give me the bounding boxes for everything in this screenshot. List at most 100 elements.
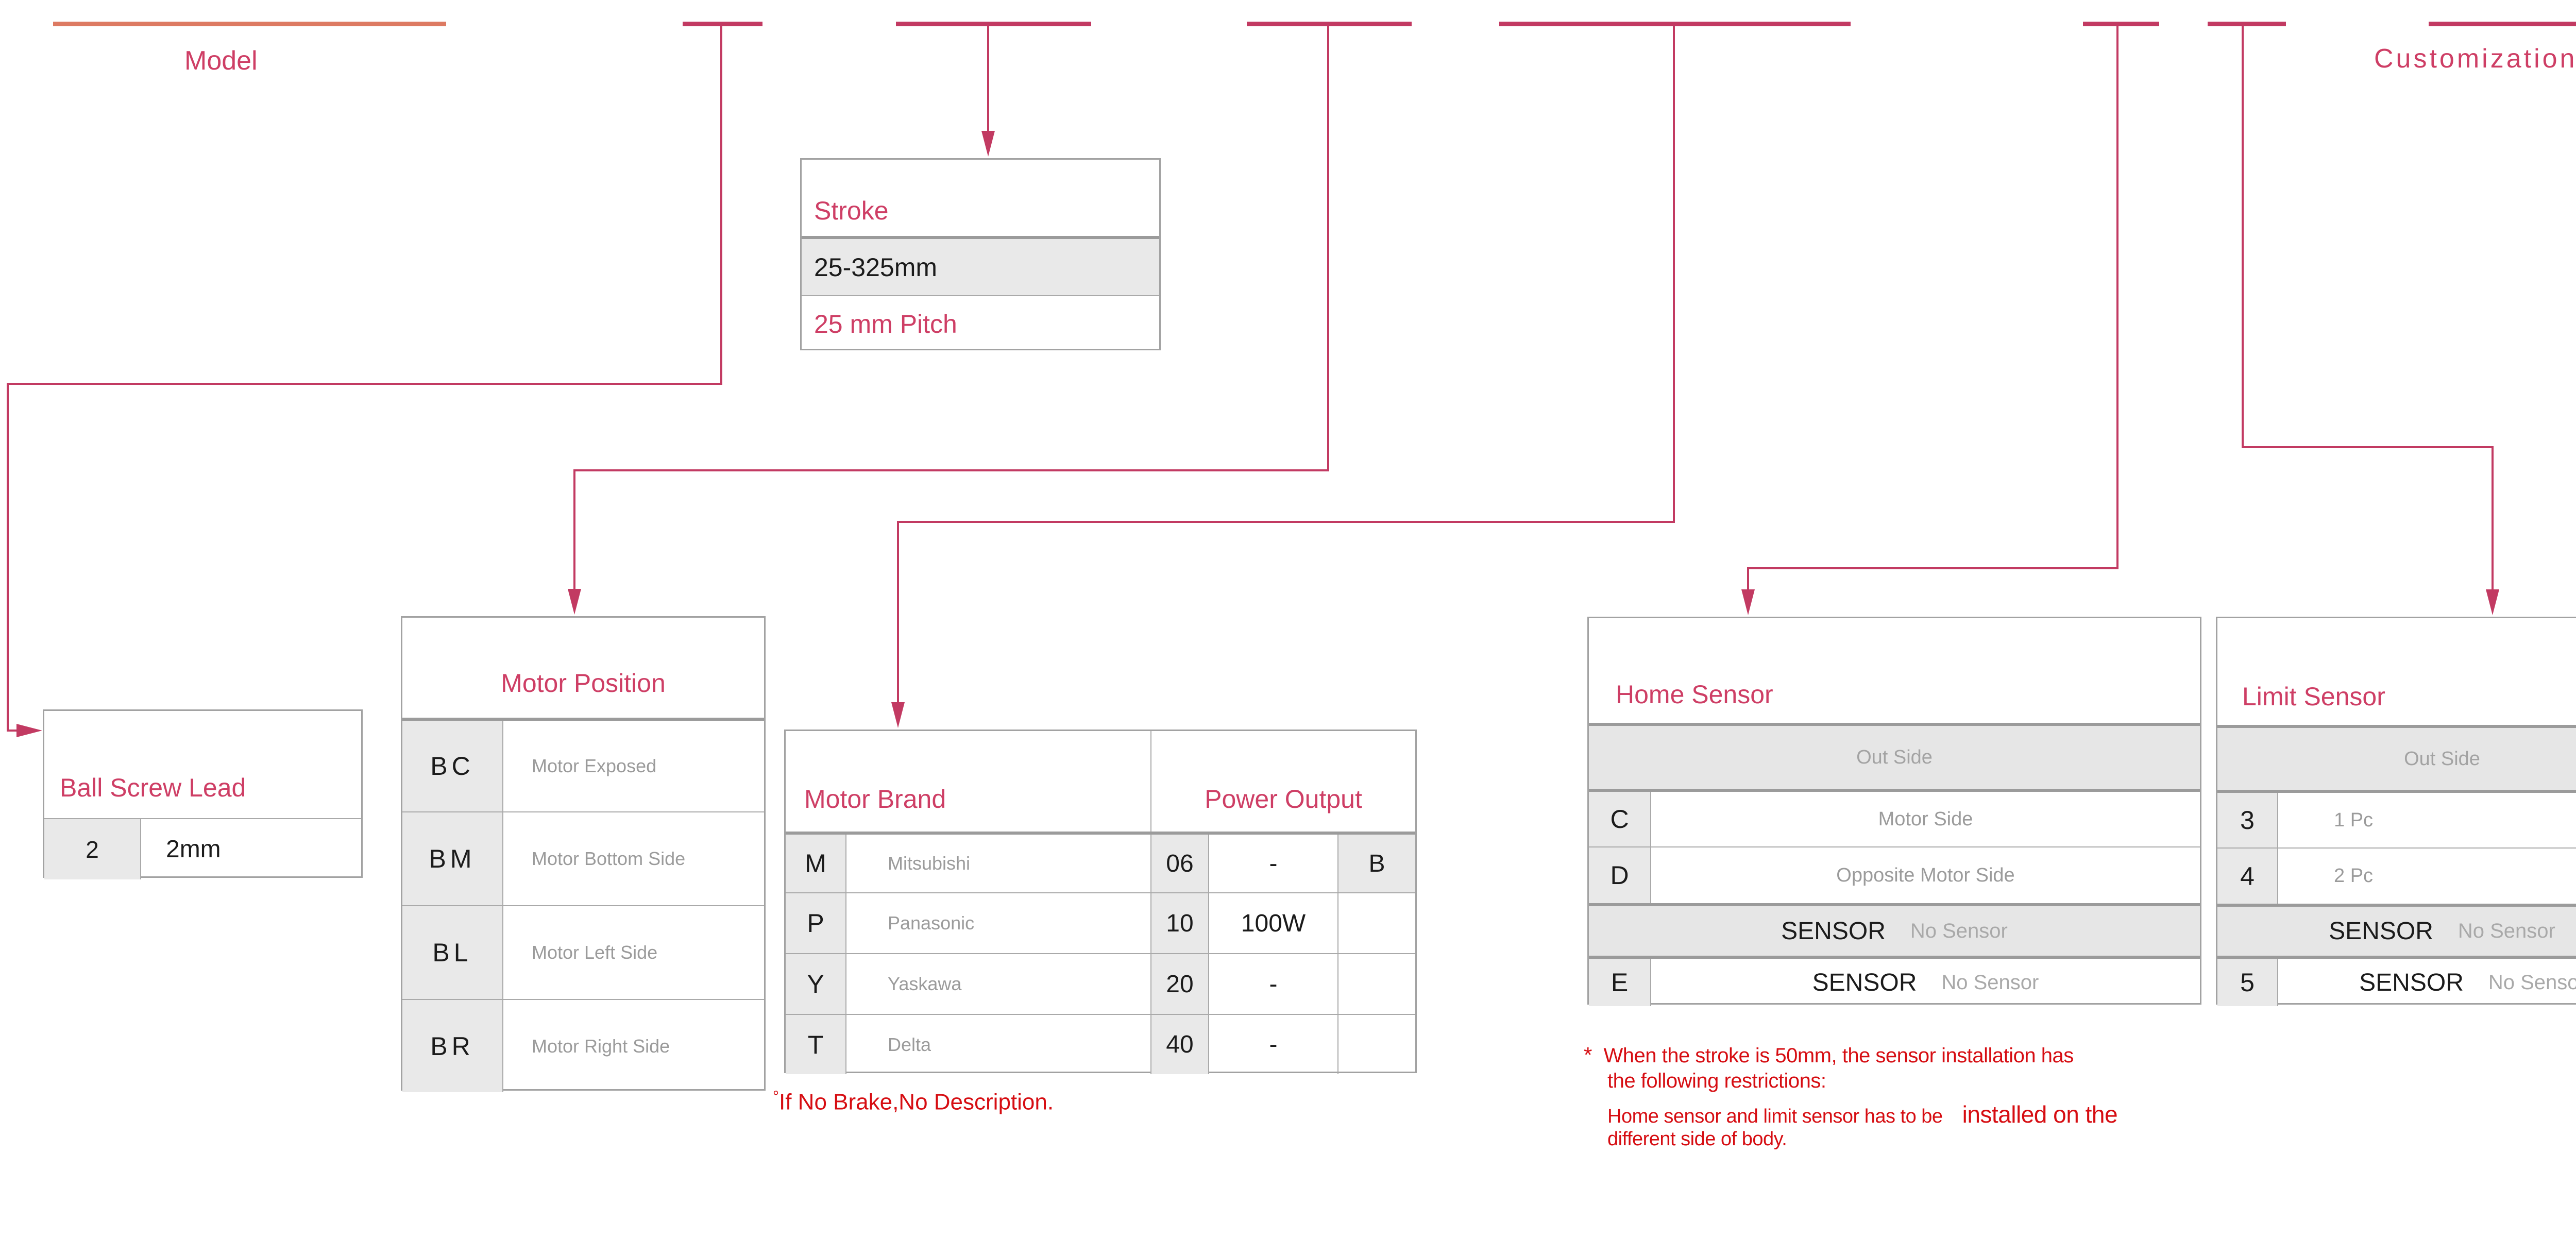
motor-position-desc: Motor Left Side [532, 942, 658, 963]
table-row: BR Motor Right Side [402, 999, 764, 1092]
limit-five-code: 5 [2240, 968, 2255, 997]
power-code: 10 [1166, 909, 1194, 937]
footnote-text-3b: installed on the [1962, 1101, 2118, 1128]
motor-brand-title: Motor Brand [804, 785, 946, 813]
ball-screw-code-underline [683, 22, 762, 26]
model-label: Model [184, 46, 258, 76]
table-row: BC Motor Exposed [402, 718, 764, 811]
stroke-pitch-row: 25 mm Pitch [802, 295, 1159, 352]
home-sensor-code-underline [2083, 22, 2159, 26]
connector-limit-v1 [2242, 24, 2244, 448]
limit-five-sensor-word: SENSOR [2359, 969, 2464, 996]
limit-sensor-code-underline [2208, 22, 2286, 26]
no-brake-note-mark: ° [773, 1088, 779, 1105]
connector-motorbrand-v2 [897, 521, 899, 704]
footnote-asterisk: * [1584, 1043, 1592, 1067]
connector-motorpos-v1 [1327, 24, 1329, 471]
connector-stroke-v [987, 24, 989, 133]
table-row: C Motor Side [1589, 789, 2200, 846]
connector-motorbrand-h [897, 521, 1675, 523]
stroke-table: Stroke 25-325mm 25 mm Pitch [800, 158, 1161, 350]
power-value: - [1269, 970, 1278, 998]
table-row: M Mitsubishi 06 - B [786, 832, 1415, 892]
connector-motorbrand-v1 [1673, 24, 1675, 523]
limit-desc: 1 Pc [2334, 809, 2374, 831]
connector-motorpos-v2 [573, 469, 575, 590]
connector-ballscrew-v1 [720, 24, 722, 385]
home-sensor-arrow [1741, 589, 1755, 615]
home-no-sensor-row: SENSOR No Sensor [1589, 903, 2200, 956]
ball-screw-title: Ball Screw Lead [60, 773, 246, 802]
motor-position-table: Motor Position BC Motor Exposed BM Motor… [401, 616, 766, 1092]
connector-ballscrew-v2 [7, 383, 9, 732]
ball-screw-row: 2 2mm [44, 818, 361, 879]
home-desc: Opposite Motor Side [1836, 864, 2015, 886]
limit-outside-row: Out Side [2217, 725, 2576, 790]
motor-position-code: BM [429, 844, 476, 873]
stroke-pitch: 25 mm Pitch [814, 310, 957, 338]
motor-position-header: Motor Position [402, 618, 764, 718]
stroke-restriction-note-line1: * When the stroke is 50mm, the sensor in… [1584, 1043, 2074, 1067]
stroke-restriction-note-line4: different side of body. [1607, 1128, 1787, 1150]
stroke-range: 25-325mm [814, 252, 937, 282]
brand-code: T [807, 1030, 824, 1059]
limit-sensor-table: Limit Sensor Out Side 3 1 Pc 4 2 Pc SENS… [2216, 617, 2576, 1006]
home-e-sensor-word: SENSOR [1812, 969, 1917, 996]
connector-limit-h [2242, 446, 2494, 448]
motor-brand-code-underline [1499, 22, 1851, 26]
motor-brand-arrow [891, 702, 905, 728]
limit-sensor-word: SENSOR [2329, 918, 2433, 945]
ball-screw-header: Ball Screw Lead [44, 711, 361, 818]
stroke-code-underline [896, 22, 1091, 26]
motor-position-arrow [568, 589, 581, 615]
brand-code: M [805, 849, 826, 878]
limit-no-sensor-label: No Sensor [2458, 920, 2555, 942]
customization-underline [2429, 22, 2576, 26]
motor-brand-table: Motor Brand Power Output M Mitsubishi 06… [784, 730, 1417, 1074]
motor-position-code-underline [1247, 22, 1412, 26]
ball-screw-lead-table: Ball Screw Lead 2 2mm [43, 709, 363, 879]
limit-five-no-sensor-label: No Sensor [2488, 971, 2576, 994]
brand-code: Y [807, 970, 824, 998]
power-output-title: Power Output [1205, 785, 1362, 813]
ballscrew-arrow [16, 724, 42, 737]
footnote-text-3a: Home sensor and limit sensor has to be [1607, 1106, 1943, 1127]
table-row: BM Motor Bottom Side [402, 811, 764, 905]
motor-position-desc: Motor Right Side [532, 1035, 670, 1057]
stroke-title: Stroke [814, 196, 889, 225]
limit-code: 4 [2240, 861, 2255, 891]
power-code: 06 [1166, 850, 1194, 877]
home-outside-label: Out Side [1856, 746, 1933, 768]
stroke-arrow [981, 131, 995, 157]
home-sensor-table: Home Sensor Out Side C Motor Side D Oppo… [1587, 617, 2201, 1006]
home-sensor-header: Home Sensor [1589, 618, 2200, 723]
limit-sensor-title: Limit Sensor [2242, 682, 2385, 711]
stroke-range-row: 25-325mm [802, 236, 1159, 295]
table-row: D Opposite Motor Side [1589, 846, 2200, 903]
footnote-text-4: different side of body. [1607, 1128, 1787, 1150]
table-row: T Delta 40 - [786, 1014, 1415, 1074]
limit-sensor-arrow [2486, 589, 2499, 615]
table-row: 3 1 Pc [2217, 790, 2576, 847]
table-row: BL Motor Left Side [402, 905, 764, 999]
no-brake-note: °If No Brake,No Description. [773, 1088, 1054, 1115]
home-code: D [1610, 861, 1629, 890]
power-value: - [1269, 850, 1278, 877]
power-code: 20 [1166, 970, 1194, 998]
ball-screw-value: 2mm [166, 836, 221, 863]
brand-name: Yaskawa [888, 973, 962, 994]
limit-code: 3 [2240, 806, 2255, 835]
connector-limit-v2 [2492, 446, 2494, 591]
home-code: C [1610, 805, 1629, 834]
power-value: 100W [1241, 909, 1306, 937]
table-row: 4 2 Pc [2217, 847, 2576, 904]
stroke-restriction-note-line3: Home sensor and limit sensor has to be i… [1607, 1100, 2118, 1128]
power-value: - [1269, 1031, 1278, 1058]
customization-order-label: Customization Order No. [2374, 44, 2576, 74]
connector-home-v2 [1747, 567, 1749, 591]
model-underline-segment [53, 22, 446, 26]
ball-screw-code: 2 [86, 836, 99, 863]
table-row: Y Yaskawa 20 - [786, 953, 1415, 1014]
motor-position-desc: Motor Exposed [532, 755, 657, 776]
brand-name: Panasonic [888, 912, 975, 934]
